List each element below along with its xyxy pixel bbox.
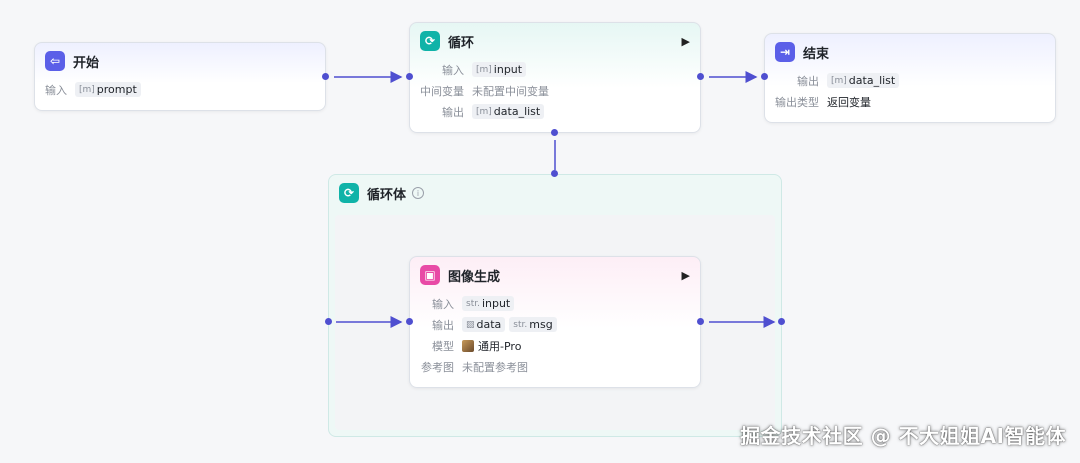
image-gen-node[interactable]: ▣ 图像生成 ▶ 输入 str. input 输出 ▨ data str. ms… [409, 256, 701, 388]
image-input-tag: str. input [462, 296, 515, 311]
array-type-icon: [m] [831, 75, 847, 86]
image-input-var: input [481, 297, 511, 310]
image-input-port[interactable] [406, 318, 413, 325]
image-icon: ▣ [420, 265, 440, 285]
image-output-tag-msg: str. msg [509, 317, 557, 332]
loop-output-port[interactable] [697, 73, 704, 80]
loop-body-title: 循环体 [367, 187, 407, 203]
start-node-header: ⇦ 开始 [35, 43, 325, 79]
start-input-var: prompt [96, 83, 137, 96]
start-node-title: 开始 [73, 55, 100, 71]
image-input-label: 输入 [432, 297, 454, 311]
array-type-icon: [m] [476, 64, 492, 75]
watermark: 掘金技术社区 @ 不大姐姐AI智能体 [740, 424, 1066, 448]
string-type-icon: str. [513, 319, 528, 330]
loop-mid-value: 未配置中间变量 [472, 84, 549, 98]
loop-output-row: 输出 [m] data_list [410, 101, 700, 122]
loop-mid-label: 中间变量 [420, 84, 464, 98]
loop-output-label: 输出 [442, 105, 464, 119]
body-output-port[interactable] [778, 318, 785, 325]
start-input-label: 输入 [45, 83, 67, 97]
end-output-tag: [m] data_list [827, 73, 900, 88]
start-input-row: 输入 [m] prompt [35, 79, 325, 100]
end-output-var: data_list [848, 74, 896, 87]
start-input-tag: [m] prompt [75, 82, 141, 97]
loop-node-title: 循环 [448, 35, 475, 51]
loop-icon: ⟳ [420, 31, 440, 51]
array-type-icon: [m] [476, 106, 492, 117]
image-output-msg-var: msg [529, 318, 553, 331]
image-output-port[interactable] [697, 318, 704, 325]
image-model-label: 模型 [432, 339, 454, 353]
start-icon: ⇦ [45, 51, 65, 71]
loop-icon: ⟳ [339, 183, 359, 203]
loop-input-port[interactable] [406, 73, 413, 80]
image-output-row: 输出 ▨ data str. msg [410, 314, 700, 335]
loop-node[interactable]: ⟳ 循环 ▶ 输入 [m] input 中间变量 未配置中间变量 输出 [m] … [409, 22, 701, 133]
image-output-label: 输出 [432, 318, 454, 332]
string-type-icon: str. [466, 298, 480, 309]
end-type-row: 输出类型 返回变量 [765, 91, 1055, 112]
start-output-port[interactable] [322, 73, 329, 80]
loop-input-row: 输入 [m] input [410, 59, 700, 80]
loop-input-var: input [493, 63, 523, 76]
image-output-var: data [476, 318, 502, 331]
image-gen-header: ▣ 图像生成 ▶ [410, 257, 700, 293]
body-input-port[interactable] [325, 318, 332, 325]
image-input-row: 输入 str. input [410, 293, 700, 314]
image-output-tag-data: ▨ data [462, 317, 506, 332]
loop-input-tag: [m] input [472, 62, 527, 77]
loop-input-label: 输入 [442, 63, 464, 77]
loop-output-var: data_list [493, 105, 541, 118]
end-input-port[interactable] [761, 73, 768, 80]
image-ref-label: 参考图 [421, 360, 454, 374]
image-model-row: 模型 通用-Pro [410, 335, 700, 356]
end-type-value: 返回变量 [827, 95, 871, 109]
end-type-label: 输出类型 [775, 95, 819, 109]
run-button[interactable]: ▶ [681, 34, 690, 48]
run-button[interactable]: ▶ [681, 268, 690, 282]
end-output-row: 输出 [m] data_list [765, 70, 1055, 91]
loop-body-port-top[interactable] [551, 129, 558, 136]
end-node[interactable]: ⇥ 结束 输出 [m] data_list 输出类型 返回变量 [764, 33, 1056, 123]
end-node-title: 结束 [803, 46, 830, 62]
image-ref-row: 参考图 未配置参考图 [410, 356, 700, 377]
loop-output-tag: [m] data_list [472, 104, 545, 119]
image-gen-title: 图像生成 [448, 269, 501, 285]
loop-body-header: ⟳ 循环体 i [329, 175, 781, 211]
end-node-header: ⇥ 结束 [765, 34, 1055, 70]
end-icon: ⇥ [775, 42, 795, 62]
array-type-icon: [m] [79, 84, 95, 95]
model-avatar-icon [462, 339, 474, 352]
loop-node-header: ⟳ 循环 ▶ [410, 23, 700, 59]
image-model-value: 通用-Pro [478, 339, 522, 353]
start-node[interactable]: ⇦ 开始 输入 [m] prompt [34, 42, 326, 111]
info-icon[interactable]: i [412, 187, 425, 199]
loop-mid-row: 中间变量 未配置中间变量 [410, 80, 700, 101]
loop-body-port-bottom[interactable] [551, 170, 558, 177]
end-output-label: 输出 [797, 74, 819, 88]
image-ref-value: 未配置参考图 [462, 360, 528, 374]
image-type-icon: ▨ [466, 319, 475, 330]
